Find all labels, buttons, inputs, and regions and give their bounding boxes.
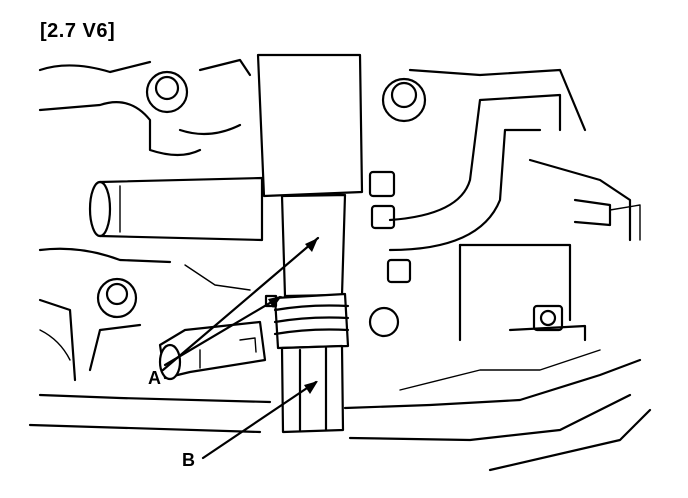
hose-clamp	[264, 292, 350, 350]
oil-pan-outline	[28, 349, 652, 472]
bolt-lower-left	[96, 277, 138, 319]
bolt-right-1	[368, 170, 412, 338]
bolt-upper-left	[145, 70, 189, 114]
callout-a-label: A	[148, 368, 161, 388]
left-engine-block	[38, 58, 252, 382]
coolant-pipe	[88, 176, 264, 242]
sensor-connector	[158, 320, 267, 381]
leader-lines	[161, 236, 320, 460]
bent-pipe	[388, 68, 641, 342]
bolt-far-right	[508, 304, 587, 342]
bolt-upper-right	[381, 77, 427, 123]
callout-b-label: B	[182, 450, 195, 470]
tool-handle	[256, 53, 364, 298]
diagram-title: [2.7 V6]	[40, 20, 116, 42]
